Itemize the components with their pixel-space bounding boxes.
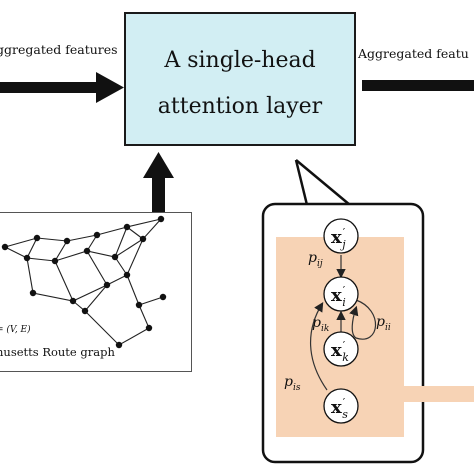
callout-pointer [294,159,351,206]
edge-pii [349,299,377,340]
pii-base: p [376,314,385,330]
graph-caption: husetts Route graph [0,345,115,359]
xs-base: x [331,397,342,418]
pik-base: p [312,315,321,331]
up-arrow [143,152,174,212]
svg-text:pik: pik [312,315,329,334]
svg-text:pii: pii [376,314,391,333]
xk-base: x [331,340,342,361]
svg-text:x′j: x′j [331,226,346,251]
pis-sub: is [293,383,301,393]
svg-text:x′s: x′s [331,396,348,421]
pik-sub: ik [321,324,329,334]
xi-base: x [331,285,342,306]
svg-text:pij: pij [308,250,323,269]
svg-text:pis: pis [284,374,301,393]
pii-sub: ii [385,323,391,333]
xi-sub: i [342,296,346,309]
graph-equation: = (V, E) [0,325,31,335]
svg-text:x′k: x′k [331,339,349,364]
attention-box-line2: attention layer [157,94,323,119]
edge-pis [310,301,328,391]
node-xi [323,276,359,312]
input-features-label: ggregated features [0,42,118,57]
zoom-panel [261,202,474,464]
route-graph-panel [0,212,192,372]
svg-text:x′i: x′i [331,284,346,309]
edge-labels: pij pik pii pis [284,250,391,393]
highlight-tail [404,386,474,402]
xk-sub: k [342,351,349,364]
xs-sub: s [342,408,348,421]
route-graph [1,215,167,349]
xj-base: x [331,227,342,248]
output-features-label: Aggregated featu [358,46,469,61]
node-xk [323,331,359,367]
node-xj [323,218,359,254]
pij-base: p [308,250,317,266]
node-xs [323,388,359,424]
input-arrow [0,72,124,103]
pij-sub: ij [317,259,323,269]
pis-base: p [284,374,293,390]
output-arrow [362,80,474,91]
node-labels: x′j x′i x′k x′s [331,226,349,421]
attention-box-line1: A single-head [164,48,316,73]
attention-layer-box: A single-head attention layer [124,12,356,146]
xj-sub: j [339,238,346,251]
